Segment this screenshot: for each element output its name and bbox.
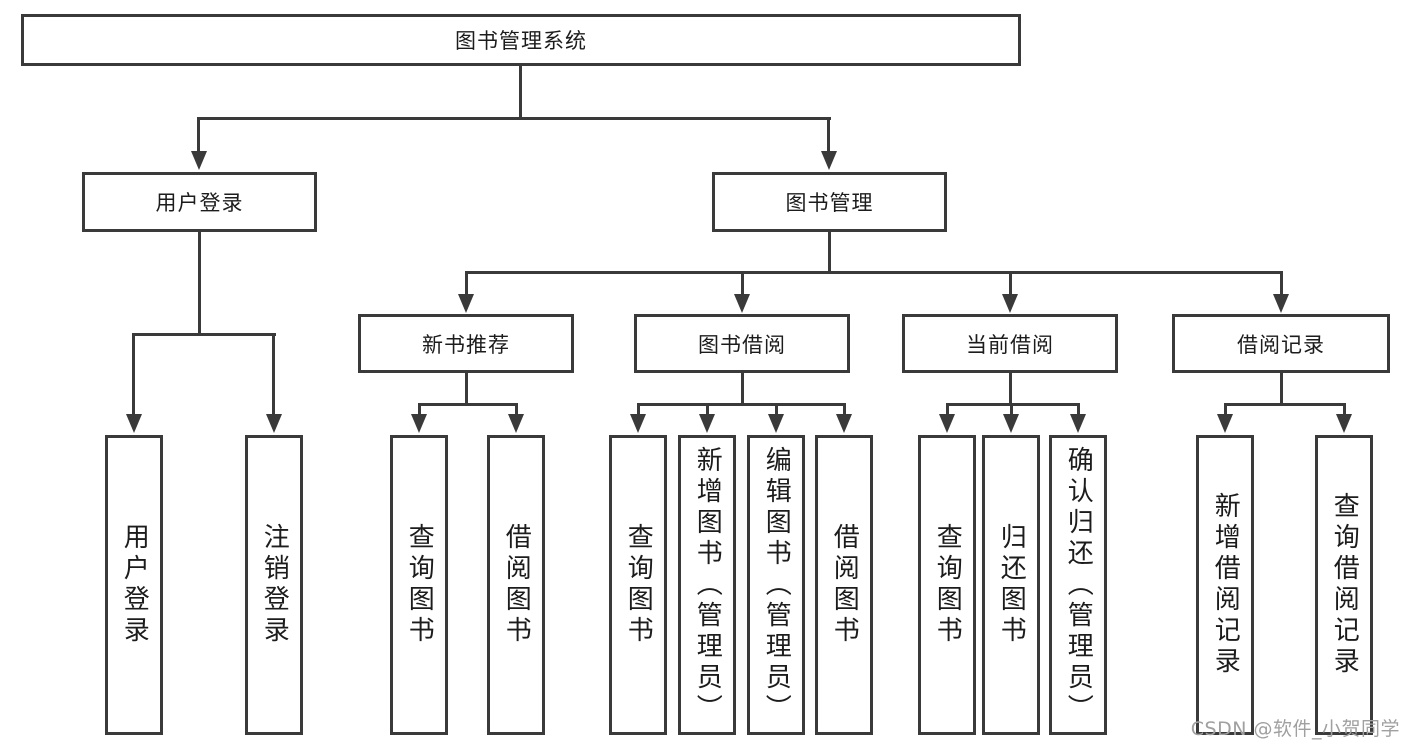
arrowhead-down-icon bbox=[768, 414, 784, 433]
arrowhead-down-icon bbox=[699, 414, 715, 433]
connector-vline bbox=[132, 333, 135, 414]
connector-vline bbox=[465, 373, 468, 404]
connector-hline bbox=[419, 403, 516, 406]
node-leaf-query-books-borrow: 查询图书 bbox=[609, 435, 667, 735]
node-leaf-query-books-current: 查询图书 bbox=[918, 435, 976, 735]
connector-vline bbox=[272, 333, 275, 414]
arrowhead-down-icon bbox=[630, 414, 646, 433]
connector-vline bbox=[198, 232, 201, 334]
connector-hline bbox=[198, 117, 831, 120]
connector-hline bbox=[638, 403, 844, 406]
connector-vline bbox=[1280, 373, 1283, 404]
node-leaf-add-borrow-record: 新增借阅记录 bbox=[1196, 435, 1254, 735]
connector-hline bbox=[133, 333, 276, 336]
node-book-management: 图书管理 bbox=[712, 172, 947, 232]
node-leaf-user-login: 用户登录 bbox=[105, 435, 163, 735]
arrowhead-down-icon bbox=[126, 414, 142, 433]
arrowhead-down-icon bbox=[1217, 414, 1233, 433]
node-leaf-borrow-books-recommend: 借阅图书 bbox=[487, 435, 545, 735]
arrowhead-down-icon bbox=[734, 294, 750, 313]
node-leaf-return-books: 归还图书 bbox=[982, 435, 1040, 735]
arrowhead-down-icon bbox=[411, 414, 427, 433]
node-leaf-borrow-books: 借阅图书 bbox=[815, 435, 873, 735]
watermark-text: CSDN @软件_小贺同学 bbox=[1190, 718, 1400, 740]
node-library-system: 图书管理系统 bbox=[21, 14, 1021, 66]
connector-hline bbox=[466, 271, 1281, 274]
arrowhead-down-icon bbox=[836, 414, 852, 433]
connector-vline bbox=[741, 271, 744, 296]
node-borrow-records: 借阅记录 bbox=[1172, 314, 1390, 373]
connector-vline bbox=[197, 117, 200, 152]
connector-vline bbox=[1280, 271, 1283, 296]
node-leaf-confirm-return-admin: 确认归还（管理员） bbox=[1049, 435, 1107, 735]
connector-vline bbox=[741, 373, 744, 404]
connector-vline bbox=[465, 271, 468, 296]
connector-vline bbox=[1343, 403, 1346, 416]
connector-vline bbox=[706, 403, 709, 416]
arrowhead-down-icon bbox=[1070, 414, 1086, 433]
node-leaf-query-borrow-record: 查询借阅记录 bbox=[1315, 435, 1373, 735]
arrowhead-down-icon bbox=[821, 151, 837, 170]
node-leaf-logout: 注销登录 bbox=[245, 435, 303, 735]
connector-vline bbox=[1077, 403, 1080, 416]
connector-vline bbox=[946, 403, 949, 416]
arrowhead-down-icon bbox=[458, 294, 474, 313]
arrowhead-down-icon bbox=[1336, 414, 1352, 433]
arrowhead-down-icon bbox=[508, 414, 524, 433]
node-new-book-recommend: 新书推荐 bbox=[358, 314, 574, 373]
node-current-borrow: 当前借阅 bbox=[902, 314, 1118, 373]
connector-vline bbox=[775, 403, 778, 416]
node-leaf-query-books-recommend: 查询图书 bbox=[390, 435, 448, 735]
arrowhead-down-icon bbox=[266, 414, 282, 433]
connector-vline bbox=[1010, 403, 1013, 416]
arrowhead-down-icon bbox=[1002, 294, 1018, 313]
arrowhead-down-icon bbox=[1003, 414, 1019, 433]
node-leaf-edit-books-admin: 编辑图书（管理员） bbox=[747, 435, 805, 735]
connector-vline bbox=[1009, 271, 1012, 296]
connector-vline bbox=[637, 403, 640, 416]
connector-vline bbox=[515, 403, 518, 416]
connector-vline bbox=[827, 117, 830, 152]
arrowhead-down-icon bbox=[939, 414, 955, 433]
connector-vline bbox=[1224, 403, 1227, 416]
connector-hline bbox=[1225, 403, 1344, 406]
arrowhead-down-icon bbox=[1273, 294, 1289, 313]
node-user-login: 用户登录 bbox=[82, 172, 317, 232]
connector-vline bbox=[1009, 373, 1012, 404]
arrowhead-down-icon bbox=[191, 151, 207, 170]
connector-vline bbox=[418, 403, 421, 416]
node-book-borrow: 图书借阅 bbox=[634, 314, 850, 373]
connector-vline bbox=[519, 66, 522, 118]
connector-vline bbox=[843, 403, 846, 416]
connector-vline bbox=[828, 232, 831, 273]
node-leaf-add-books-admin: 新增图书（管理员） bbox=[678, 435, 736, 735]
